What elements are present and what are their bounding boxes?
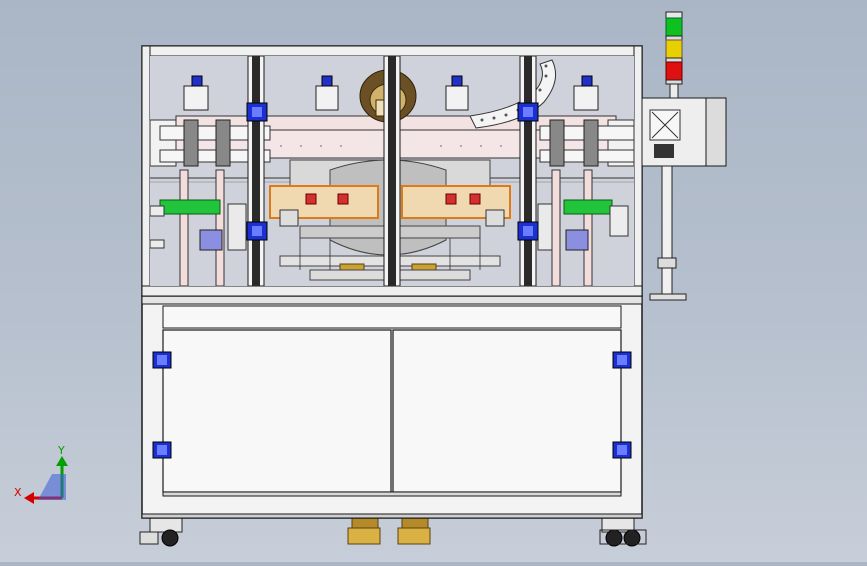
lower-cabinet bbox=[141, 295, 643, 519]
tower-pole bbox=[649, 165, 687, 301]
signal-tower bbox=[665, 11, 683, 99]
tower-light-yellow bbox=[665, 39, 683, 59]
right-station bbox=[537, 119, 635, 287]
triad-z-plane bbox=[38, 474, 66, 500]
machine-feet bbox=[139, 515, 647, 547]
tower-light-green bbox=[665, 17, 683, 37]
brass-feet bbox=[347, 515, 431, 545]
top-actuators bbox=[183, 75, 599, 111]
profile-brackets bbox=[246, 102, 539, 241]
control-box bbox=[641, 97, 727, 167]
view-triad[interactable]: Y X bbox=[14, 444, 68, 504]
triad-y-label: Y bbox=[57, 444, 65, 457]
left-station bbox=[149, 119, 271, 287]
triad-x-label: X bbox=[14, 486, 22, 499]
tower-light-red bbox=[665, 61, 683, 81]
cabinet-hinge-brackets bbox=[152, 351, 632, 459]
